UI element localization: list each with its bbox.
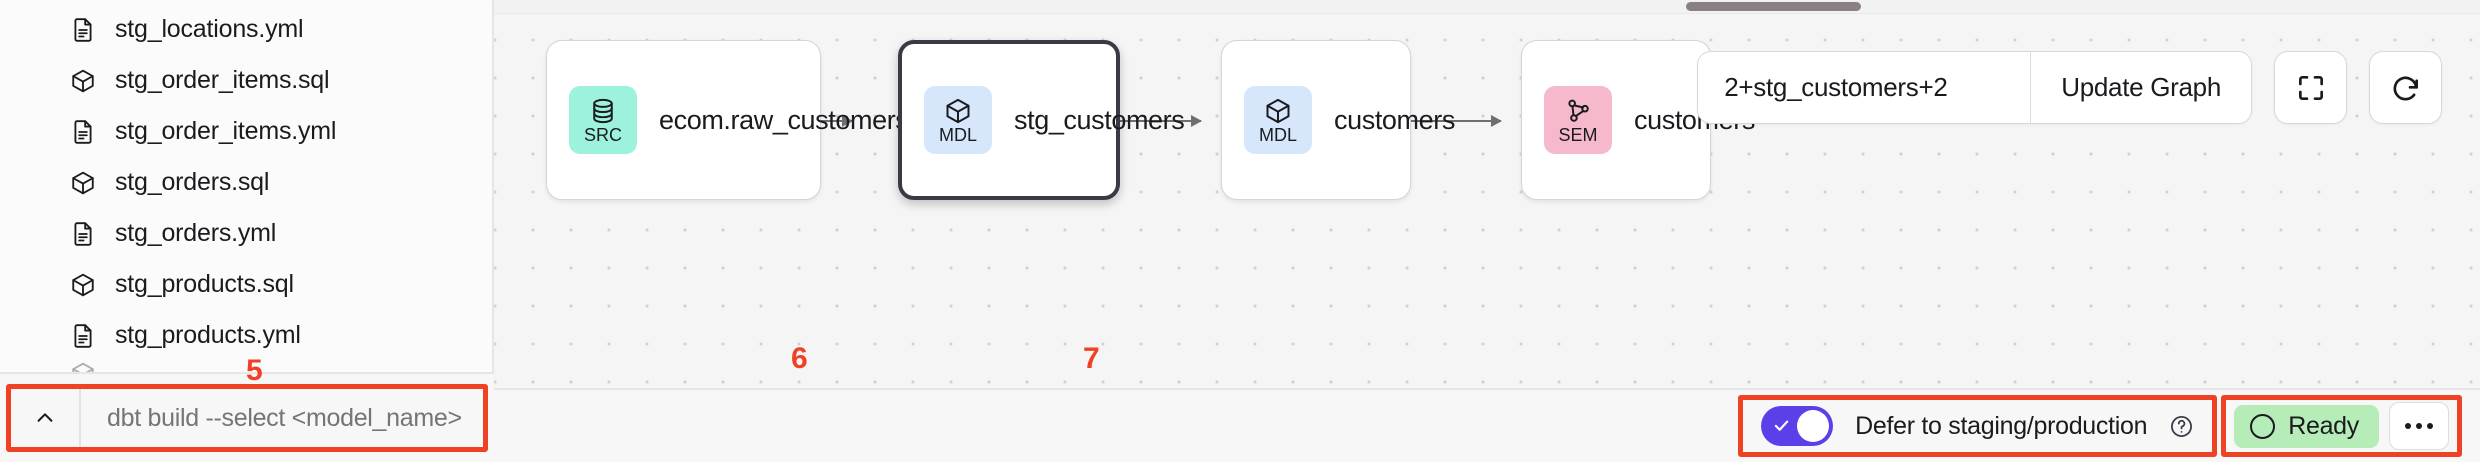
node-type-badge-src: SRC xyxy=(569,86,637,154)
node-label: customers xyxy=(1334,104,1455,135)
defer-toggle[interactable] xyxy=(1761,406,1834,446)
command-input[interactable] xyxy=(81,389,483,447)
file-list-item[interactable]: stg_orders.sql xyxy=(0,157,492,208)
edge-stg-to-mrt xyxy=(1119,115,1202,127)
file-list-item[interactable]: stg_order_items.yml xyxy=(0,106,492,157)
node-type-badge-sem: SEM xyxy=(1544,86,1612,154)
badge-label: MDL xyxy=(938,124,977,145)
check-icon xyxy=(1773,417,1790,434)
graph-canvas-dot-grid[interactable] xyxy=(494,14,2480,388)
node-label: ecom.raw_customers xyxy=(659,104,909,135)
file-explorer-sidebar: stg_locations.yml stg_order_items.sql xyxy=(0,0,494,462)
horizontal-scrollbar-thumb[interactable] xyxy=(1686,2,1861,11)
graph-node-customers-semantic[interactable]: SEM customers xyxy=(1521,40,1755,200)
file-name: stg_order_items.yml xyxy=(115,117,337,145)
yml-file-icon xyxy=(70,221,96,247)
badge-label: SRC xyxy=(583,124,622,145)
graph-selector-input[interactable] xyxy=(1698,52,2031,123)
status-circle-icon xyxy=(2250,413,2276,439)
cube-icon xyxy=(944,97,972,125)
database-icon xyxy=(589,97,617,125)
node-type-badge-mdl: MDL xyxy=(924,86,992,154)
cube-icon xyxy=(1264,97,1292,125)
graph-node-stg-customers[interactable]: MDL stg_customers xyxy=(898,40,1185,200)
badge-label: MDL xyxy=(1258,124,1297,145)
update-graph-button[interactable]: Update Graph xyxy=(2030,52,2251,123)
badge-label: SEM xyxy=(1558,124,1598,145)
file-list: stg_locations.yml stg_order_items.sql xyxy=(0,0,492,387)
defer-setting-group: Defer to staging/production xyxy=(1738,395,2218,457)
file-name: stg_locations.yml xyxy=(115,15,304,43)
node-label: stg_customers xyxy=(1014,104,1185,135)
annotation-number-5: 5 xyxy=(246,354,263,387)
selector-update-group: Update Graph xyxy=(1697,51,2252,124)
status-group: Ready xyxy=(2221,395,2462,457)
file-list-item[interactable]: stg_orders.yml xyxy=(0,208,492,259)
defer-label: Defer to staging/production xyxy=(1855,411,2148,440)
fullscreen-expand-icon[interactable] xyxy=(2274,51,2347,124)
file-name: stg_order_items.sql xyxy=(115,66,330,94)
yml-file-icon xyxy=(70,323,96,349)
sql-model-cube-icon xyxy=(70,272,96,298)
sql-model-cube-icon xyxy=(70,68,96,94)
file-list-item[interactable]: stg_products.sql xyxy=(0,259,492,310)
horizontal-scrollbar-track[interactable] xyxy=(494,0,2480,14)
graph-node-customers-model[interactable]: MDL customers xyxy=(1221,40,1455,200)
status-label: Ready xyxy=(2288,411,2359,440)
refresh-reload-icon[interactable] xyxy=(2369,51,2442,124)
file-name: stg_products.sql xyxy=(115,270,294,298)
file-list-item[interactable]: stg_products.yml xyxy=(0,310,492,361)
graph-node-source[interactable]: SRC ecom.raw_customers xyxy=(546,40,909,200)
dbt-command-bar[interactable] xyxy=(6,384,488,452)
file-name: stg_products.yml xyxy=(115,321,301,349)
status-bottom-bar: Defer to staging/production Ready xyxy=(494,388,2480,462)
chevron-up-icon[interactable] xyxy=(11,389,81,447)
file-list-item[interactable]: stg_order_items.sql xyxy=(0,55,492,106)
file-name: stg_orders.yml xyxy=(115,219,277,247)
help-question-icon[interactable] xyxy=(2169,414,2194,439)
file-name: stg_orders.sql xyxy=(115,168,270,196)
edge-mrt-to-sem xyxy=(1411,115,1502,127)
network-graph-icon xyxy=(1564,97,1592,125)
node-type-badge-mdl: MDL xyxy=(1244,86,1312,154)
yml-file-icon xyxy=(70,17,96,43)
sql-model-cube-icon xyxy=(70,170,96,196)
more-options-icon[interactable] xyxy=(2389,402,2449,450)
yml-file-icon xyxy=(70,119,96,145)
command-bar-container xyxy=(0,372,494,462)
status-badge[interactable]: Ready xyxy=(2234,404,2379,448)
annotation-number-6: 6 xyxy=(791,342,808,375)
graph-toolbar: Update Graph xyxy=(1697,51,2442,124)
annotation-number-7: 7 xyxy=(1083,342,1100,375)
file-list-item[interactable]: stg_locations.yml xyxy=(0,4,492,55)
toggle-knob xyxy=(1797,410,1830,442)
lineage-graph-panel: SRC ecom.raw_customers MDL stg_customers xyxy=(494,0,2480,462)
